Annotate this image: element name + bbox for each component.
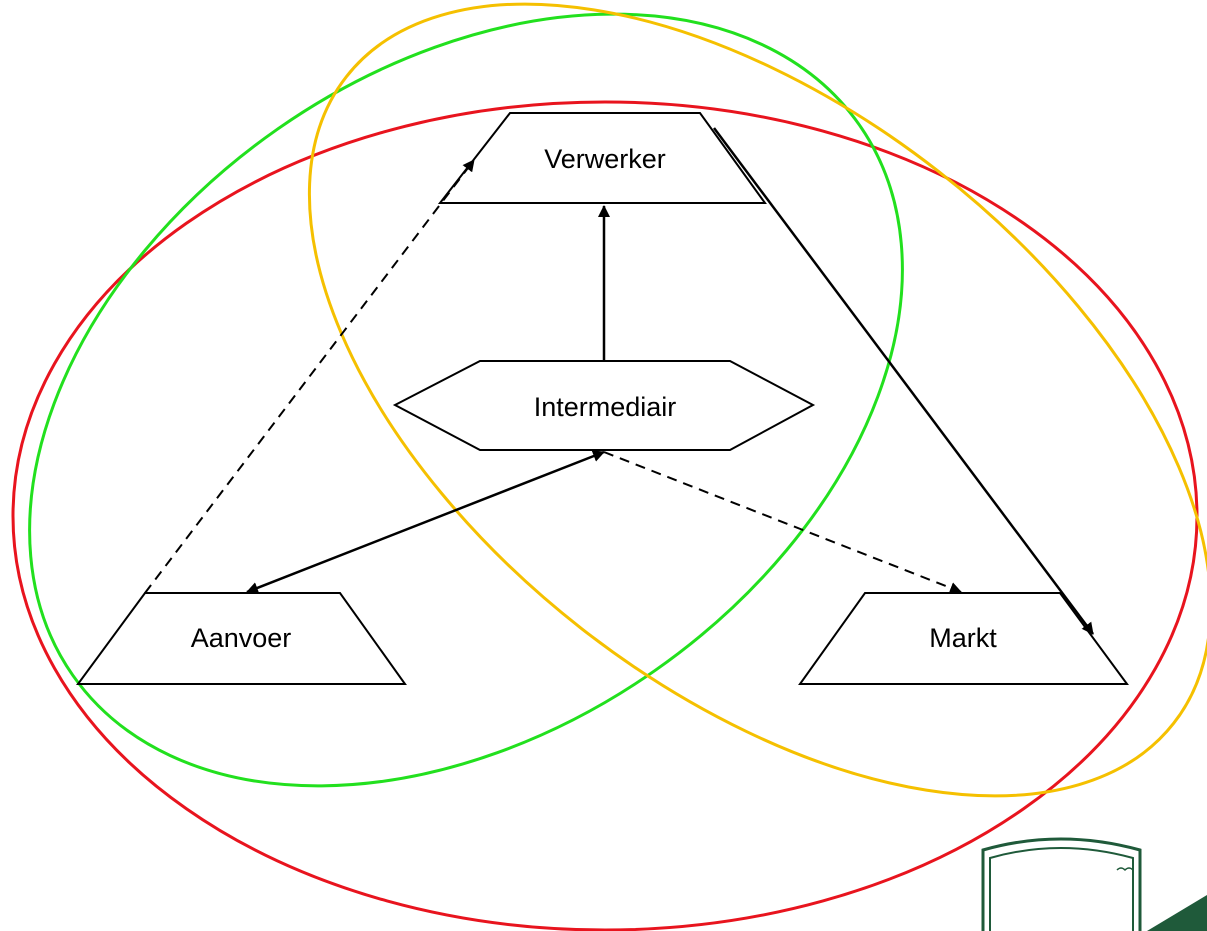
edge-intermediair-to-markt-dashed — [603, 451, 962, 594]
node-aanvoer[interactable]: Aanvoer — [76, 592, 407, 685]
node-intermediair-label: Intermediair — [534, 392, 677, 422]
node-aanvoer-label: Aanvoer — [191, 623, 292, 653]
green-ellipse — [28, 12, 904, 788]
edge-aanvoer-to-verwerker-dashed — [144, 159, 475, 594]
node-intermediair[interactable]: Intermediair — [392, 360, 816, 451]
edge-verwerker-to-markt — [712, 127, 1095, 635]
edge-intermediair-aanvoer-bidirectional — [246, 450, 605, 594]
node-markt[interactable]: Markt — [798, 592, 1129, 685]
node-markt-label: Markt — [929, 623, 997, 653]
shield-logo-icon — [981, 837, 1207, 931]
yellow-ellipse — [307, 2, 1207, 798]
node-verwerker[interactable]: Verwerker — [437, 112, 767, 204]
node-verwerker-label: Verwerker — [544, 144, 666, 174]
